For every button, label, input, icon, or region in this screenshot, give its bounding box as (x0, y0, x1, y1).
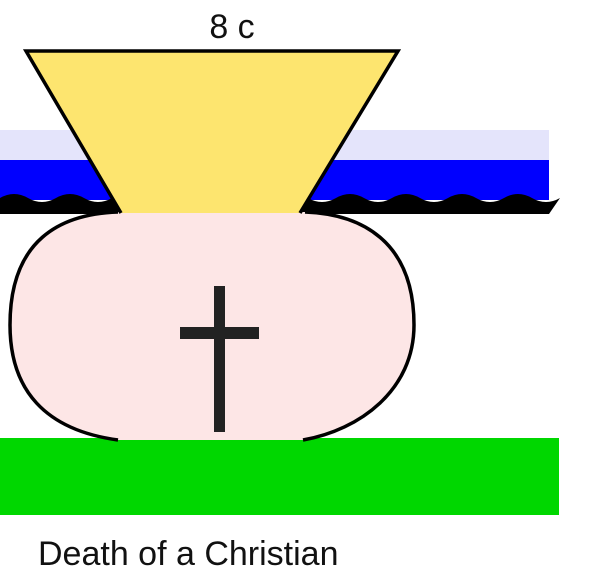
top-label: 8 c (209, 8, 254, 46)
funnel-shape (26, 51, 398, 213)
funnel-outline (22, 49, 402, 214)
cross-horizontal (180, 327, 259, 339)
ground-band (0, 438, 559, 515)
cross-icon (180, 286, 259, 432)
cross-vertical (214, 286, 225, 432)
diagram-caption: Death of a Christian (38, 535, 339, 573)
rounded-shape-outline (8, 210, 416, 442)
rounded-shape (10, 212, 414, 440)
